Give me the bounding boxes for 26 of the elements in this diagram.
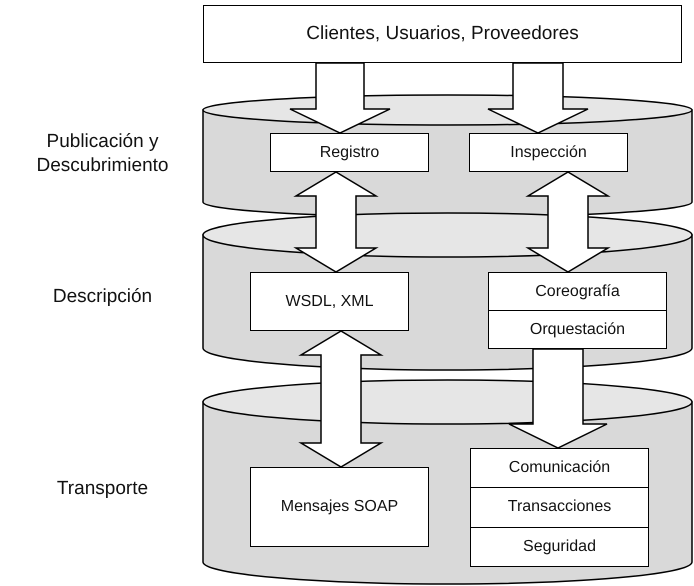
box-label: Seguridad (523, 536, 596, 557)
process-box (470, 448, 649, 567)
block-arrow (508, 348, 608, 449)
process-box (250, 272, 409, 331)
box-label: Comunicación (508, 458, 610, 478)
box-label: Inspección (510, 142, 587, 162)
process-box (250, 467, 429, 547)
process-box (270, 133, 429, 172)
block-arrow (289, 62, 391, 134)
process-box (488, 272, 667, 349)
block-arrow (487, 62, 589, 134)
layer-label: Publicación y Descubrimiento (36, 130, 170, 178)
process-box (469, 133, 628, 172)
process-box (203, 5, 682, 63)
block-arrow (525, 171, 611, 273)
block-arrow (293, 171, 379, 273)
box-label: Registro (320, 142, 380, 162)
block-arrow (298, 330, 384, 468)
box-label: Coreografía (535, 282, 620, 302)
box-label: Mensajes SOAP (280, 497, 398, 517)
layer-label: Descripción (52, 285, 154, 309)
box-label: Clientes, Usuarios, Proveedores (306, 22, 579, 46)
box-label: WSDL, XML (285, 292, 374, 312)
layer-label: Transporte (56, 477, 150, 501)
box-label: Orquestación (530, 320, 626, 340)
box-label: Transacciones (508, 497, 612, 518)
